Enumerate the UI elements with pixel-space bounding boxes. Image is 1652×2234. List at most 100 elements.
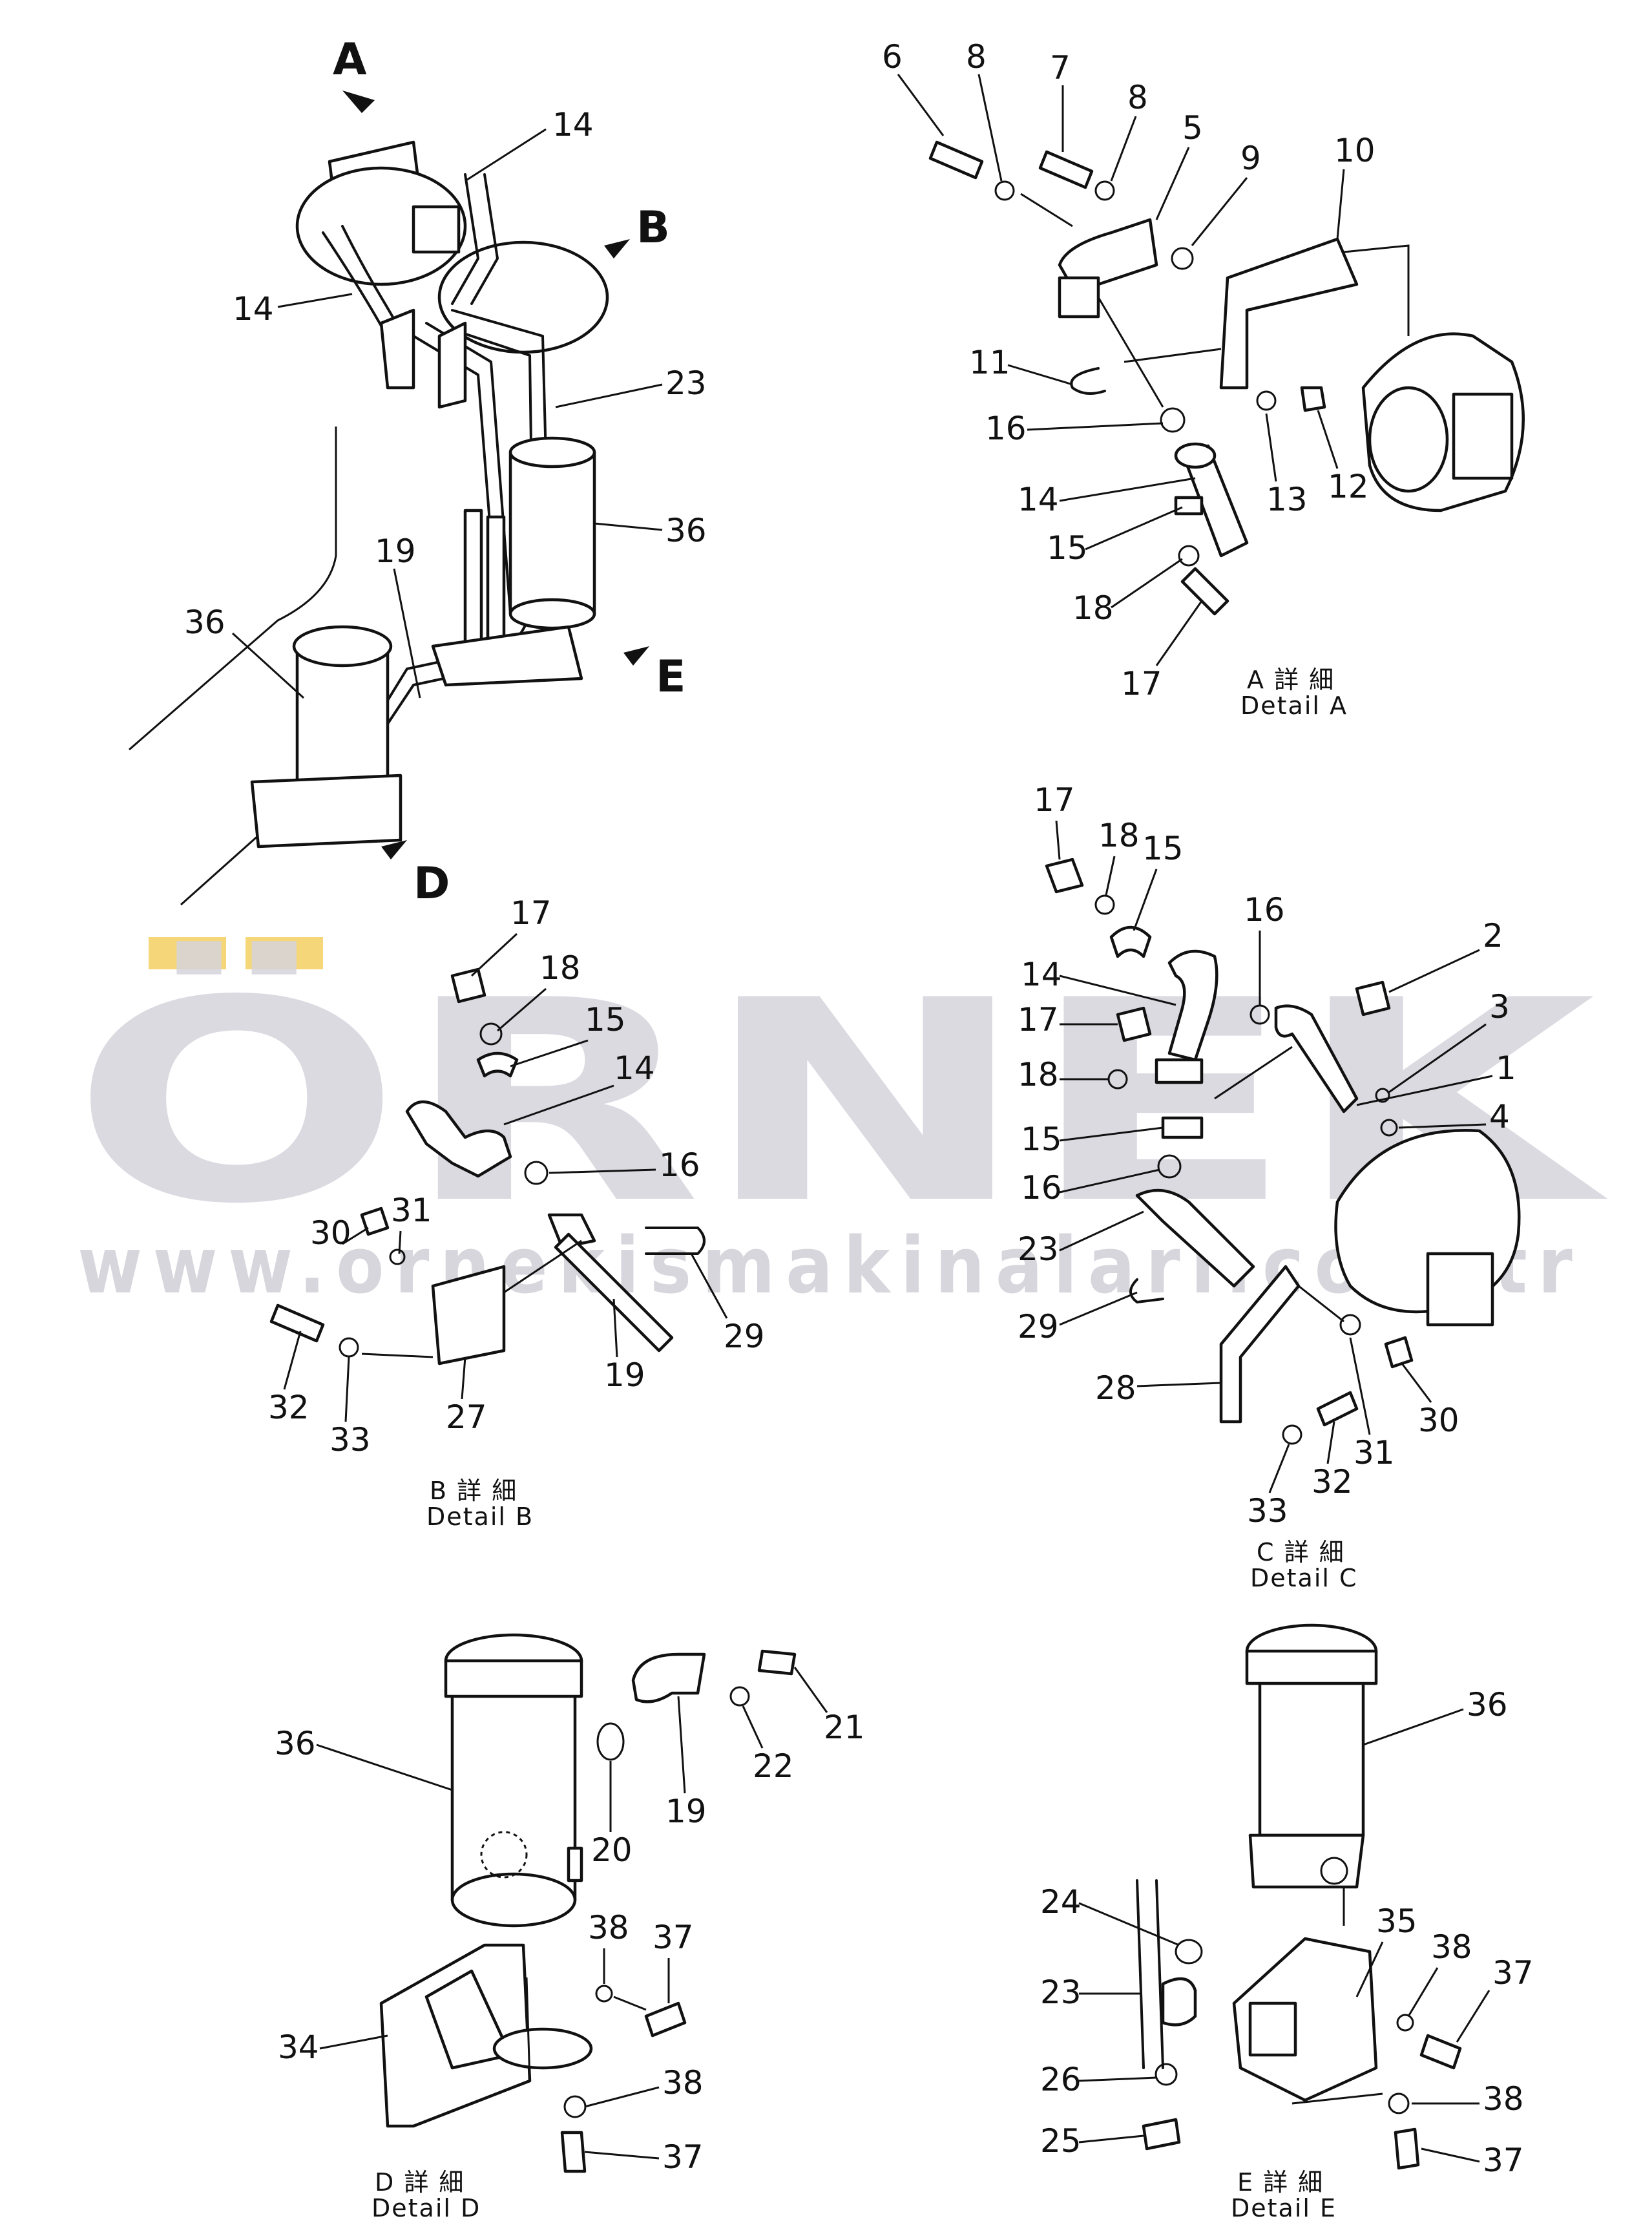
detail-a-caption-en: Detail A xyxy=(1240,691,1348,720)
detail-a-caption-jp: A 詳 細 xyxy=(1247,666,1335,694)
callout: 38 xyxy=(588,1909,629,1946)
callout: 12 xyxy=(1328,468,1369,505)
overview-assembly xyxy=(129,140,609,906)
callout: 16 xyxy=(1244,891,1285,929)
callout: 36 xyxy=(665,512,707,549)
callout: 5 xyxy=(1182,109,1203,147)
callout: 14 xyxy=(552,106,594,143)
detail-e-caption-jp: E 詳 細 xyxy=(1237,2168,1324,2197)
callout: 20 xyxy=(591,1831,633,1869)
callout: 32 xyxy=(268,1389,309,1426)
detail-b xyxy=(269,967,706,1365)
detail-b-caption-jp: B 詳 細 xyxy=(430,1477,518,1505)
callout: 24 xyxy=(1040,1883,1082,1921)
callout: 35 xyxy=(1376,1902,1417,1940)
callout: 30 xyxy=(1418,1402,1459,1439)
callout: 14 xyxy=(233,290,274,328)
callout: 31 xyxy=(1354,1434,1395,1471)
callout: 7 xyxy=(1050,49,1071,87)
callout: 19 xyxy=(604,1356,645,1394)
callout: 34 xyxy=(278,2029,319,2066)
callout: 14 xyxy=(1021,956,1062,993)
callout: 36 xyxy=(1467,1686,1508,1723)
callout: 8 xyxy=(1127,79,1148,116)
detail-c-callouts: 17 18 15 16 2 14 3 17 1 18 4 15 16 23 29… xyxy=(1018,781,1516,1592)
detail-a xyxy=(928,140,1525,616)
detail-e xyxy=(1136,1623,1462,2170)
watermark-umlaut-dot-left xyxy=(149,937,226,969)
view-arrow-d: D xyxy=(381,840,450,909)
callout: 37 xyxy=(1492,1954,1534,1992)
view-arrow-a: A xyxy=(333,34,375,113)
callout: 4 xyxy=(1489,1098,1510,1135)
callout: 30 xyxy=(310,1214,351,1252)
callout: 37 xyxy=(662,2138,704,2176)
callout: 18 xyxy=(1072,589,1114,627)
callout: 29 xyxy=(724,1318,765,1355)
callout: 33 xyxy=(1247,1492,1288,1530)
detail-a-callouts: 6 8 7 8 5 9 10 11 16 14 15 13 12 18 17 A… xyxy=(882,38,1375,720)
callout: 18 xyxy=(1098,817,1140,854)
callout: 38 xyxy=(662,2064,704,2102)
callout: 31 xyxy=(391,1192,432,1229)
detail-d-callouts: 36 20 19 22 21 38 37 34 38 37 D 詳 細 Deta… xyxy=(275,1667,865,2222)
view-arrow-b: B xyxy=(604,202,670,258)
callout: 19 xyxy=(375,532,416,570)
watermark-umlaut-dot-right xyxy=(246,937,323,969)
callout: 26 xyxy=(1040,2061,1082,2098)
callout: 27 xyxy=(446,1398,487,1436)
callout: 16 xyxy=(659,1146,700,1184)
view-label-b: B xyxy=(636,202,670,253)
callout: 14 xyxy=(1018,481,1059,518)
detail-e-callouts: 36 24 35 38 37 23 26 25 38 37 E 詳 細 Deta… xyxy=(1040,1686,1534,2222)
callout: 38 xyxy=(1483,2080,1524,2118)
callout: 15 xyxy=(1142,830,1184,867)
callout: 33 xyxy=(329,1421,371,1459)
detail-c xyxy=(1045,858,1521,1445)
overview-callouts: 14 14 23 36 19 36 xyxy=(184,106,707,699)
detail-b-callouts: 17 18 15 14 16 31 30 32 33 27 19 29 B 詳 … xyxy=(268,894,765,1531)
callout: 25 xyxy=(1040,2122,1082,2160)
callout: 32 xyxy=(1312,1463,1353,1501)
callout: 2 xyxy=(1483,917,1503,954)
detail-e-caption-en: Detail E xyxy=(1231,2194,1337,2222)
callout: 15 xyxy=(1047,529,1088,567)
view-label-d: D xyxy=(413,858,450,909)
detail-b-caption-en: Detail B xyxy=(426,1502,534,1531)
callout: 17 xyxy=(1121,665,1162,702)
callout: 8 xyxy=(966,38,987,76)
detail-d xyxy=(379,1633,797,2173)
callout: 3 xyxy=(1489,988,1510,1026)
view-label-a: A xyxy=(333,34,367,85)
detail-d-caption-jp: D 詳 細 xyxy=(375,2168,465,2197)
callout: 18 xyxy=(1018,1056,1059,1093)
callout: 19 xyxy=(665,1793,707,1830)
view-arrow-e: E xyxy=(623,646,685,702)
detail-c-caption-jp: C 詳 細 xyxy=(1257,1538,1345,1566)
callout: 23 xyxy=(1040,1974,1082,2011)
callout: 37 xyxy=(1483,2142,1524,2179)
callout: 18 xyxy=(539,949,581,987)
callout: 9 xyxy=(1240,140,1261,177)
callout: 11 xyxy=(969,344,1010,381)
callout: 16 xyxy=(1021,1169,1062,1207)
watermark-url: www.ornekismakinalari.com.tr xyxy=(78,1221,1583,1311)
callout: 21 xyxy=(824,1709,865,1746)
callout: 36 xyxy=(275,1725,316,1762)
callout: 17 xyxy=(1034,781,1075,819)
detail-d-caption-en: Detail D xyxy=(371,2194,481,2222)
callout: 38 xyxy=(1431,1928,1472,1966)
callout: 17 xyxy=(1018,1001,1059,1038)
callout: 36 xyxy=(184,604,225,641)
callout: 1 xyxy=(1496,1049,1516,1087)
callout: 29 xyxy=(1018,1308,1059,1345)
callout: 28 xyxy=(1095,1369,1136,1407)
view-label-e: E xyxy=(656,651,685,702)
callout: 22 xyxy=(753,1747,794,1785)
callout: 15 xyxy=(1021,1121,1062,1158)
callout: 16 xyxy=(985,410,1027,447)
callout: 14 xyxy=(614,1049,655,1087)
callout: 13 xyxy=(1266,481,1308,518)
detail-c-caption-en: Detail C xyxy=(1250,1564,1358,1592)
